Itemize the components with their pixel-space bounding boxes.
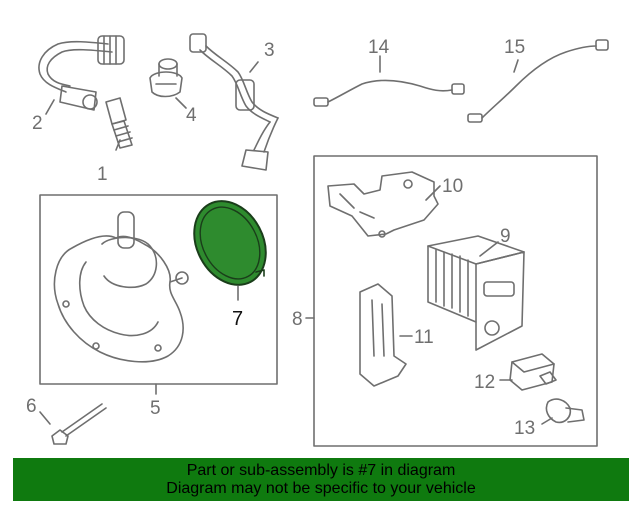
callout-3: 3 <box>264 40 275 61</box>
leader-lines <box>39 55 553 425</box>
footer-line-2: Diagram may not be specific to your vehi… <box>166 479 476 497</box>
callout-7: 7 <box>232 308 243 330</box>
part-4-plug <box>149 58 183 98</box>
callout-6: 6 <box>26 396 37 417</box>
part-13-sensor <box>545 398 585 424</box>
callout-2: 2 <box>32 113 43 134</box>
callout-13: 13 <box>514 418 535 439</box>
callout-8: 8 <box>292 309 303 330</box>
callout-5: 5 <box>150 398 161 419</box>
part-11-plate <box>359 283 407 387</box>
callout-4: 4 <box>186 105 197 126</box>
part-1-fitting <box>105 97 133 149</box>
callout-12: 12 <box>474 372 495 393</box>
footer-line-1: Part or sub-assembly is #7 in diagram <box>186 461 456 479</box>
callout-11: 11 <box>414 327 434 348</box>
callout-10: 10 <box>442 176 463 197</box>
assembly-box-left <box>39 194 278 385</box>
part-7-gasket-highlight <box>193 200 267 286</box>
part-2-hose <box>38 35 125 111</box>
part-9-canister <box>427 235 525 351</box>
part-14-sensor <box>313 79 465 107</box>
callout-15: 15 <box>504 37 525 58</box>
callout-numbers: 1 2 3 4 5 6 7 8 9 10 11 12 13 14 15 <box>26 37 535 439</box>
assembly-box-right <box>313 155 598 447</box>
part-6-bolt <box>51 403 107 445</box>
part-15-sensor <box>467 39 609 123</box>
callout-14: 14 <box>368 37 390 58</box>
part-3-harness <box>189 33 279 171</box>
part-5-pump <box>53 211 189 363</box>
part-10-bracket <box>327 171 439 238</box>
callout-9: 9 <box>500 226 511 247</box>
footer-banner: Part or sub-assembly is #7 in diagram Di… <box>13 458 629 501</box>
part-12-solenoid <box>509 353 557 391</box>
callout-1: 1 <box>97 164 108 185</box>
